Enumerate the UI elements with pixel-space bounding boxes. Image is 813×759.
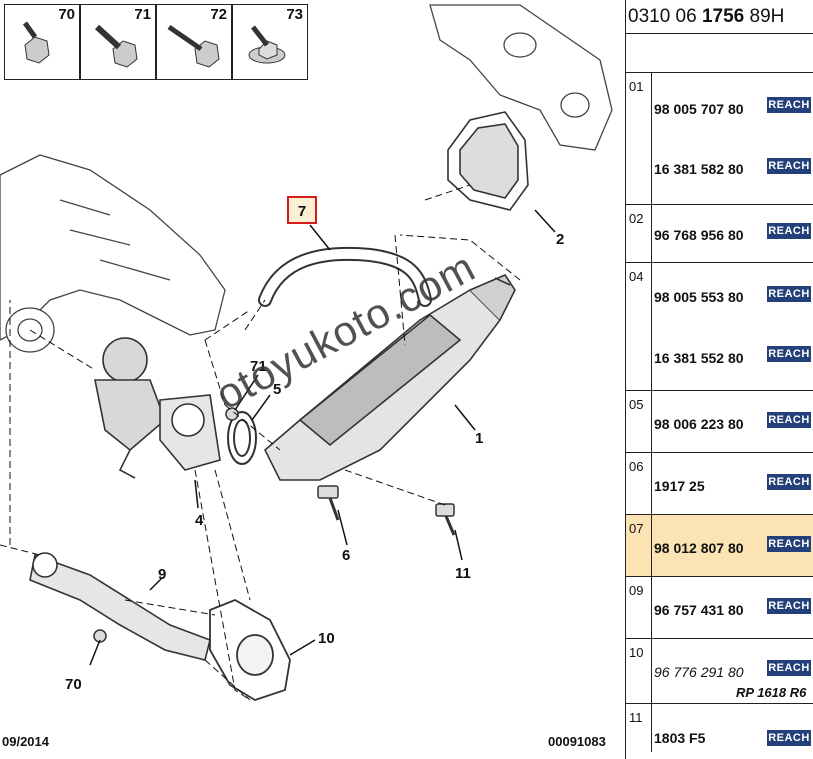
row-index: 04: [626, 263, 652, 390]
egr-valve-drawing: [94, 337, 221, 479]
part-number[interactable]: 98 012 807 80: [654, 540, 744, 556]
callout-70: 70: [65, 676, 82, 693]
callout-11: 11: [455, 565, 471, 582]
callout-6: 6: [342, 547, 351, 564]
bolt-71-icon: [94, 24, 138, 68]
diagram-drawing: [0, 4, 613, 701]
part-number[interactable]: 98 005 707 80: [654, 101, 744, 117]
intake-manifold-drawing: [0, 154, 226, 353]
hardware-box-72: 72: [156, 4, 232, 80]
row-index: 10: [626, 639, 652, 703]
parts-table-subheader: [626, 34, 813, 73]
hardware-number: 70: [58, 6, 75, 23]
footer-code: 00091083: [548, 734, 606, 749]
leader-lines: [89, 209, 556, 666]
part-number[interactable]: 16 381 582 80: [654, 161, 744, 177]
part-number[interactable]: 1917 25: [654, 478, 705, 494]
gasket-10-drawing: [209, 599, 291, 701]
hardware-box-71: 71: [80, 4, 156, 80]
hardware-box-70: 70: [4, 4, 80, 80]
reach-badge: REACH: [767, 286, 811, 302]
reach-badge: REACH: [767, 412, 811, 428]
row-index: 09: [626, 577, 652, 638]
header-bold-number: 1756: [701, 6, 745, 27]
header-prefix: 0310 06: [628, 6, 702, 27]
parts-row-10[interactable]: 10 96 776 291 80 REACH RP 1618 R6: [626, 639, 813, 704]
reach-badge: REACH: [767, 158, 811, 174]
callout-4: 4: [195, 512, 204, 529]
callout-1: 1: [475, 430, 484, 447]
parts-row-09[interactable]: 09 96 757 431 80 REACH: [626, 577, 813, 639]
footer-date: 09/2014: [2, 734, 49, 749]
part-number[interactable]: 96 757 431 80: [654, 602, 744, 618]
egr-cooler-drawing: [264, 274, 516, 481]
part-number[interactable]: 98 005 553 80: [654, 289, 744, 305]
row-index: 02: [626, 205, 652, 262]
parts-row-05[interactable]: 05 98 006 223 80 REACH: [626, 391, 813, 453]
row-index: 06: [626, 453, 652, 514]
parts-table: 0310 06 1756 89H 01 98 005 707 80 REACH …: [625, 0, 813, 759]
reach-badge: REACH: [767, 346, 811, 362]
exhaust-manifold-drawing: [429, 4, 613, 151]
reach-badge: REACH: [767, 730, 811, 746]
parts-row-11[interactable]: 11 1803 F5 REACH: [626, 704, 813, 752]
assembly-lines: [0, 184, 521, 701]
hardware-number: 72: [210, 6, 227, 23]
callout-5: 5: [273, 381, 282, 398]
exploded-diagram: 70 71 72 73 7 2 71 5 1 4 6 11 9 10 70: [0, 4, 613, 749]
bolt-70-icon: [22, 21, 50, 64]
part-number[interactable]: 96 768 956 80: [654, 227, 744, 243]
bolt-72-icon: [167, 24, 220, 68]
reach-badge: REACH: [767, 223, 811, 239]
hardware-box-73: 73: [232, 4, 308, 80]
part-number[interactable]: 1803 F5: [654, 730, 706, 746]
hardware-number: 71: [134, 6, 151, 23]
parts-row-02[interactable]: 02 96 768 956 80 REACH: [626, 205, 813, 263]
callout-7-highlighted[interactable]: 7: [287, 196, 317, 224]
reach-badge: REACH: [767, 598, 811, 614]
part-number[interactable]: 16 381 552 80: [654, 350, 744, 366]
gasket-5-drawing: [227, 411, 257, 465]
bolts-drawing: [93, 407, 456, 643]
bolt-73-icon: [248, 25, 286, 64]
row-index: 01: [626, 73, 652, 204]
reach-badge: REACH: [767, 474, 811, 490]
parts-row-01[interactable]: 01 98 005 707 80 REACH 16 381 582 80 REA…: [626, 73, 813, 205]
parts-row-04[interactable]: 04 98 005 553 80 REACH 16 381 552 80 REA…: [626, 263, 813, 391]
reach-badge: REACH: [767, 536, 811, 552]
row-index: 11: [626, 704, 652, 752]
part-note: RP 1618 R6: [736, 685, 807, 700]
parts-row-07-selected[interactable]: 07 98 012 807 80 REACH: [626, 515, 813, 577]
gasket-2-drawing: [447, 111, 529, 211]
hardware-number: 73: [286, 6, 303, 23]
row-index: 05: [626, 391, 652, 452]
callout-2: 2: [556, 231, 565, 248]
callout-9: 9: [158, 566, 167, 583]
parts-table-header: 0310 06 1756 89H: [626, 0, 813, 34]
pipe-9-drawing: [29, 552, 211, 661]
part-number[interactable]: 98 006 223 80: [654, 416, 744, 432]
reach-badge: REACH: [767, 660, 811, 676]
part-number[interactable]: 96 776 291 80: [654, 664, 744, 680]
parts-row-06[interactable]: 06 1917 25 REACH: [626, 453, 813, 515]
reach-badge: REACH: [767, 97, 811, 113]
header-suffix: 89H: [744, 6, 785, 27]
row-index: 07: [626, 515, 652, 576]
callout-71: 71: [250, 358, 267, 375]
callout-10: 10: [318, 630, 335, 647]
